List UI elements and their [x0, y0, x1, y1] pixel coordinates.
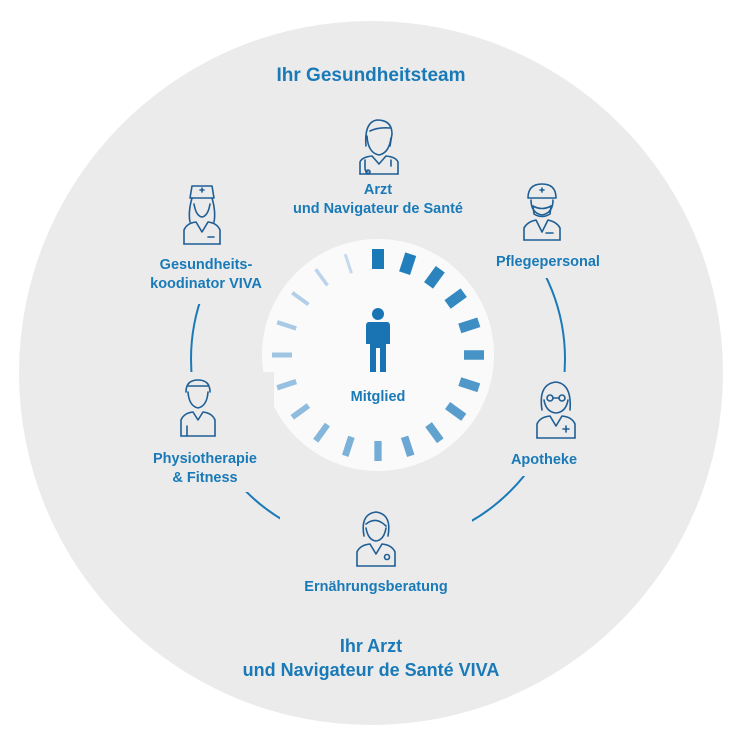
- tick-mark: [458, 317, 481, 334]
- pharmacist-icon: [536, 381, 576, 439]
- nutritionist-icon: [356, 511, 396, 567]
- progress-ticks: [272, 249, 484, 461]
- role-label-ernaehrung: Ernährungsberatung: [304, 579, 448, 595]
- mask-ernaehrung: [280, 508, 472, 602]
- role-label-arzt: Arzt und Navigateur de Santé: [292, 182, 463, 217]
- mask-pflege: [470, 178, 620, 278]
- tick-mark: [342, 435, 355, 457]
- tick-mark: [400, 435, 415, 458]
- tick-mark: [291, 291, 310, 307]
- footer-text: Ihr Arzt und Navigateur de Santé VIVA: [242, 636, 500, 681]
- tick-mark: [445, 402, 467, 421]
- mask-arzt: [248, 108, 504, 225]
- tick-mark: [444, 288, 467, 309]
- surgeon-icon: [523, 183, 561, 241]
- role-label-koordinator: Gesundheits- koodinator VIVA: [150, 257, 262, 292]
- tick-mark: [314, 268, 329, 287]
- role-label-pflegepersonal: Pflegepersonal: [496, 254, 600, 270]
- tick-mark: [399, 252, 417, 275]
- mask-physio: [136, 372, 274, 492]
- tick-mark: [343, 253, 353, 274]
- nurse-icon: [183, 185, 221, 245]
- center-label: Mitglied: [350, 389, 406, 405]
- tick-mark: [290, 403, 311, 420]
- tick-mark: [276, 320, 297, 331]
- tick-mark: [313, 422, 330, 443]
- trainer-icon: [180, 379, 216, 437]
- mask-koordinator: [138, 182, 274, 304]
- role-label-apotheke: Apotheke: [510, 452, 578, 468]
- tick-mark: [425, 422, 444, 444]
- doctor-icon: [359, 119, 399, 175]
- tick-mark: [424, 265, 445, 289]
- inner-circle: [262, 239, 494, 471]
- role-label-physio: Physiotherapie & Fitness: [153, 451, 257, 486]
- tick-mark: [276, 379, 298, 391]
- tick-mark: [458, 377, 481, 393]
- diagram-title: Ihr Gesundheitsteam: [276, 65, 466, 86]
- person-icon: [366, 308, 390, 372]
